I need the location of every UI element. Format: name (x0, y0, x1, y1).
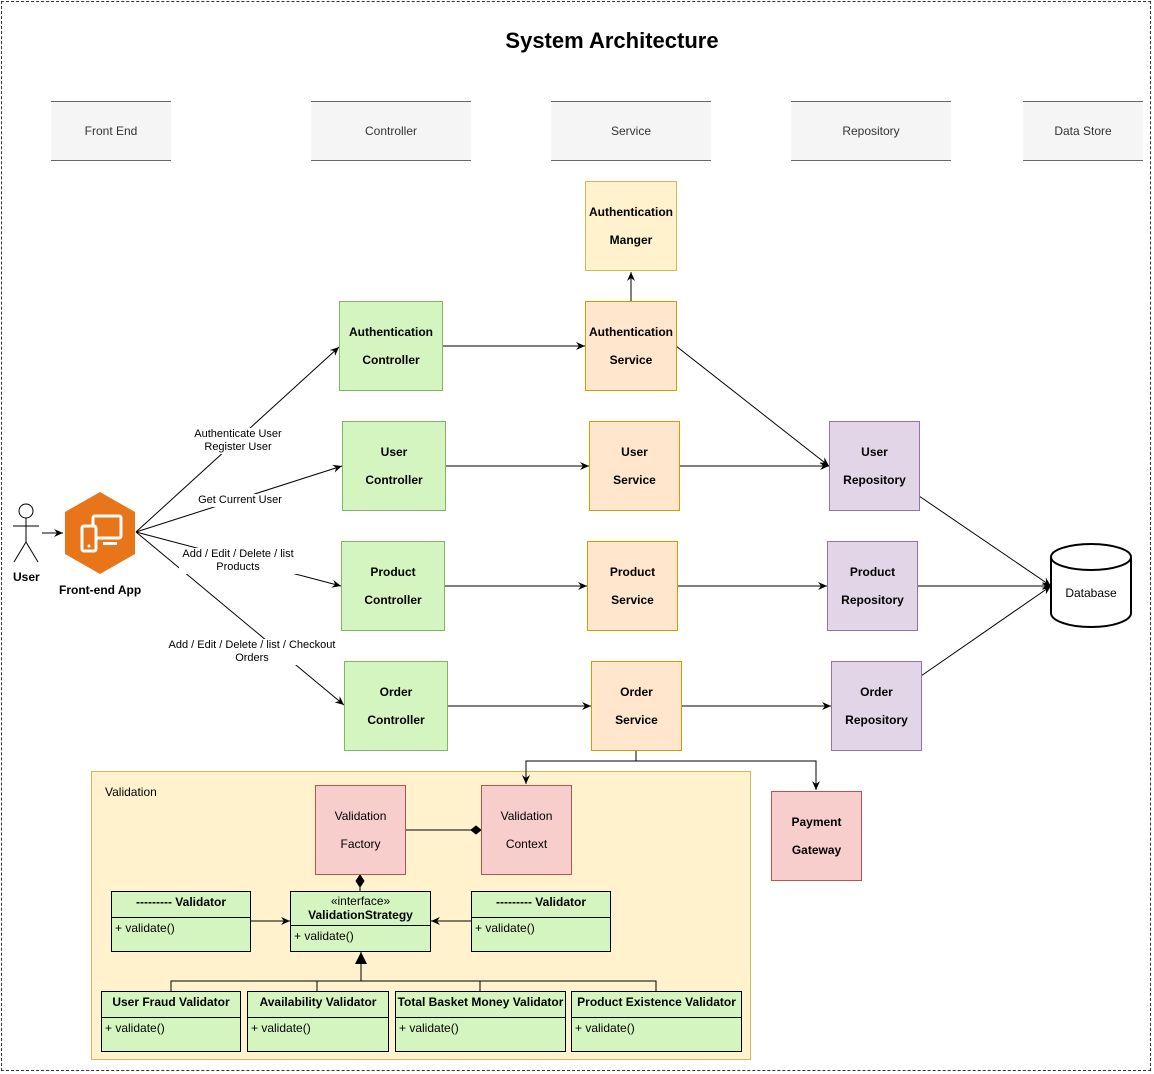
right-validator-method: + validate() (475, 921, 535, 935)
left-validator-name: --------- Validator (112, 892, 250, 918)
edge-label-user: Get Current User (195, 494, 285, 507)
column-repository: Repository (791, 101, 951, 161)
diagram-title: System Architecture (505, 28, 719, 53)
strategy-method: + validate() (294, 929, 354, 943)
validation-strategy-interface[interactable]: «interface» ValidationStrategy + validat… (290, 891, 431, 952)
availability-validator[interactable]: Availability Validator + validate() (247, 991, 389, 1052)
column-front-end: Front End (51, 101, 171, 161)
product-existence-validator[interactable]: Product Existence Validator + validate() (571, 991, 742, 1052)
right-validator-name: --------- Validator (472, 892, 610, 918)
total-basket-money-validator[interactable]: Total Basket Money Validator + validate(… (395, 991, 566, 1052)
left-validator-method: + validate() (115, 921, 175, 935)
user-fraud-validator[interactable]: User Fraud Validator + validate() (101, 991, 241, 1052)
strategy-stereotype: «interface» (330, 894, 391, 908)
column-data-store: Data Store (1023, 101, 1143, 161)
right-validator[interactable]: --------- Validator + validate() (471, 891, 611, 952)
left-validator[interactable]: --------- Validator + validate() (111, 891, 251, 952)
frontend-app-label: Front-end App (59, 583, 142, 597)
database-label: Database (1065, 586, 1117, 600)
column-controller: Controller (311, 101, 471, 161)
user-actor-label: User (13, 570, 40, 584)
user-actor-icon (13, 503, 39, 563)
validation-group-label: Validation (105, 785, 157, 799)
column-service: Service (551, 101, 711, 161)
devices-icon (65, 492, 135, 574)
strategy-name: ValidationStrategy (308, 908, 413, 922)
database-icon[interactable] (1049, 541, 1135, 631)
